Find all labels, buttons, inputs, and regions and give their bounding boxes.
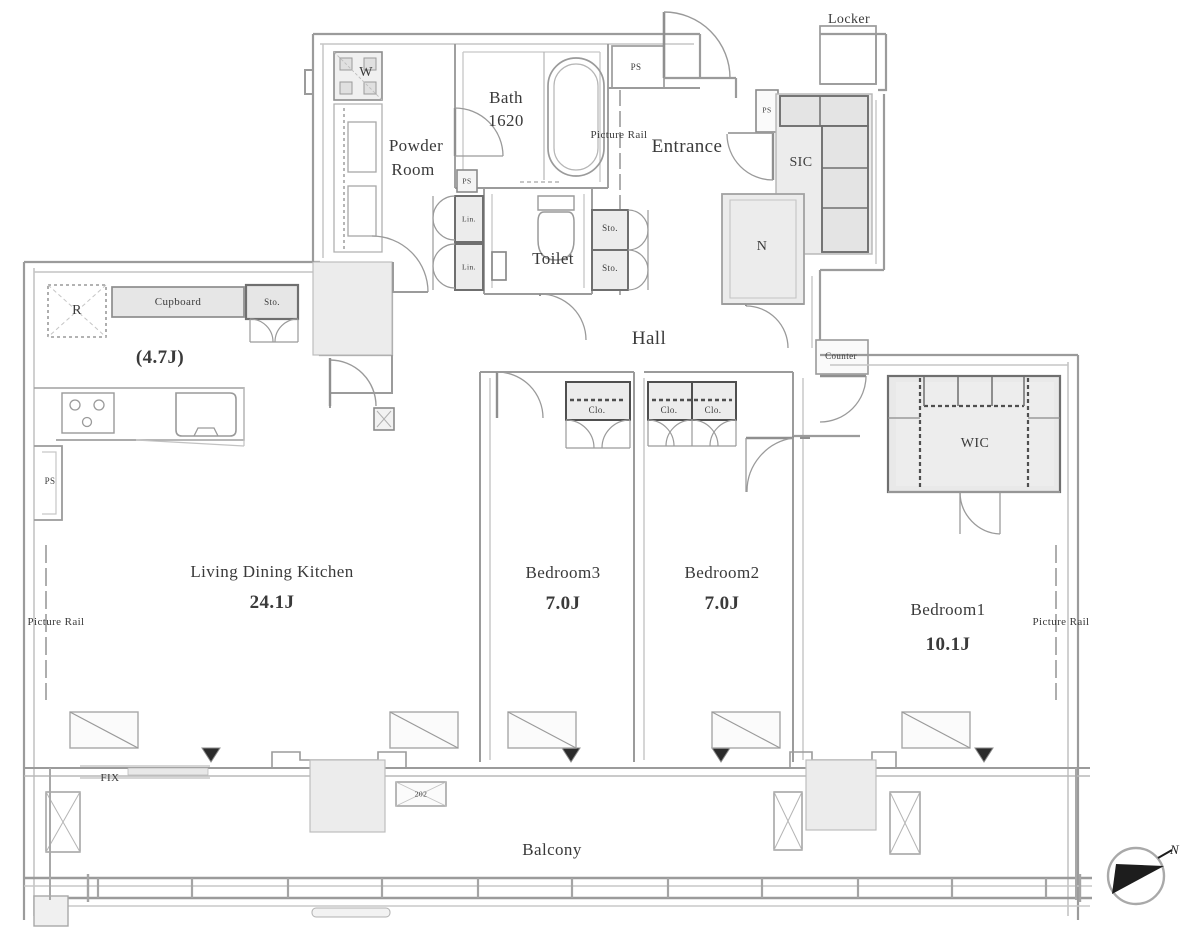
label-entrance: Entrance [651, 136, 723, 157]
label-closet-bedroom2-a: Clo. [660, 405, 678, 415]
label-bath: Bath [489, 88, 523, 107]
label-linen-1: Lin. [462, 214, 476, 224]
label-meter-box: 202 [414, 789, 428, 799]
label-ps-small: PS [462, 176, 472, 186]
label-ps-left: PS [44, 476, 56, 486]
label-powder-room-line1: Powder [388, 136, 444, 155]
label-linen-2: Lin. [462, 262, 476, 272]
label-picture-rail-right: Picture Rail [1032, 616, 1090, 628]
label-fix-window: FIX [100, 772, 120, 784]
room-label-bedroom2: Bedroom2 [684, 563, 760, 582]
label-toilet: Toilet [532, 249, 574, 268]
label-balcony: Balcony [522, 840, 582, 859]
svg-text:N: N [1169, 842, 1180, 857]
room-label-bedroom3: Bedroom3 [525, 563, 601, 582]
label-storage-toilet-2: Sto. [602, 263, 618, 273]
compass-rose: N [1106, 842, 1180, 906]
label-ps-entrance: PS [762, 105, 772, 115]
room-area-bedroom3: 7.0J [545, 593, 581, 614]
label-kitchen-area: (4.7J) [135, 347, 185, 368]
label-sic: SIC [789, 155, 813, 170]
label-picture-rail-mid: Picture Rail [590, 129, 648, 141]
label-shoe-box: N [756, 239, 768, 254]
room-label-living-dining-kitchen: Living Dining Kitchen [190, 562, 354, 581]
label-powder-room-line2: Room [391, 160, 435, 179]
room-area-living-dining-kitchen: 24.1J [249, 592, 295, 613]
label-closet-bedroom2-b: Clo. [704, 405, 722, 415]
label-bath-size: 1620 [488, 111, 524, 130]
label-wic: WIC [960, 436, 990, 451]
room-area-bedroom2: 7.0J [704, 593, 740, 614]
label-storage-toilet-1: Sto. [602, 223, 618, 233]
label-hall: Hall [631, 328, 667, 349]
label-washer: W [359, 65, 373, 80]
label-cupboard: Cupboard [154, 296, 202, 308]
label-picture-rail-left: Picture Rail [27, 616, 85, 628]
label-locker: Locker [827, 12, 871, 27]
label-ps-bath: PS [630, 62, 642, 72]
label-refrigerator: R [72, 303, 82, 318]
room-label-bedroom1: Bedroom1 [910, 600, 986, 619]
room-area-bedroom1: 10.1J [925, 634, 971, 655]
label-storage-kitchen: Sto. [264, 297, 280, 307]
label-closet-bedroom3: Clo. [588, 405, 606, 415]
label-counter: Counter [825, 351, 857, 361]
